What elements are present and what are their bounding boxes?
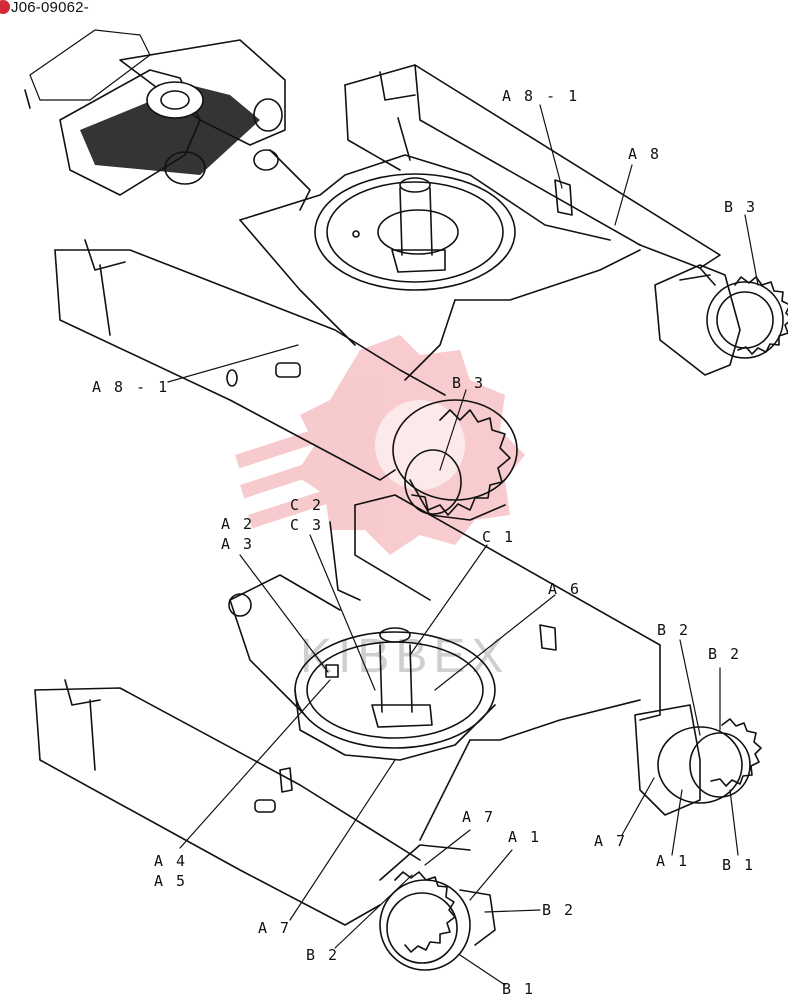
label-a3: A 3 [221,535,254,553]
label-a7-left: A 7 [258,919,291,937]
undercarriage-thumbnail [24,29,286,196]
watermark-text: KIBBEX [300,630,509,683]
label-c1: C 1 [482,528,515,546]
leader-lines [167,104,759,986]
label-b2-right-2: B 2 [708,645,741,663]
label-b2-bottom-left: B 2 [306,946,339,964]
label-a4: A 4 [154,852,187,870]
label-b2-right-1: B 2 [657,621,690,639]
label-a5: A 5 [154,872,187,890]
lower-track-frame [34,494,762,971]
label-c2: C 2 [290,496,323,514]
label-a6: A 6 [548,580,581,598]
marker-icon [0,0,10,14]
label-a1-right: A 1 [656,852,689,870]
label-a1-bottom: A 1 [508,828,541,846]
label-b3-center: B 3 [452,374,485,392]
part-labels: A 8 - 1 A 8 B 3 A 8 - 1 B 3 C 2 C 3 C 1 … [92,87,757,998]
label-b3-right: B 3 [724,198,757,216]
label-a2: A 2 [221,515,254,533]
diagram-code-tag: J06-09062- [0,0,89,16]
label-a8: A 8 [628,145,661,163]
label-a8-1-top: A 8 - 1 [502,87,579,105]
label-b1-bottom: B 1 [502,980,535,998]
label-a7-right: A 7 [594,832,627,850]
diagram-code: J06-09062- [11,0,89,16]
label-b1-right: B 1 [722,856,755,874]
label-c3: C 3 [290,516,323,534]
label-a8-1-left: A 8 - 1 [92,378,169,396]
watermark-hub [375,400,465,490]
upper-track-frame [54,64,788,521]
label-b2-bottom-right: B 2 [542,901,575,919]
label-a7-bottom: A 7 [462,808,495,826]
